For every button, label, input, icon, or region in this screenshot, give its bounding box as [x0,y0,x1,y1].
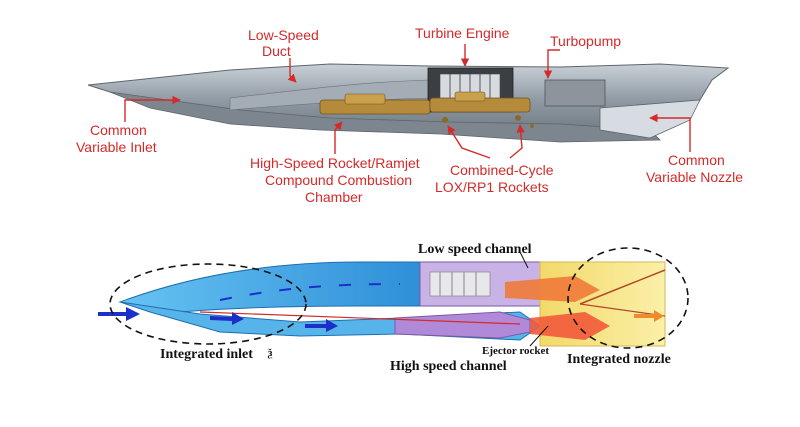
label-common-variable-nozzle-2: Variable Nozzle [646,169,743,185]
label-high-speed-rocket-3: Chamber [305,189,363,205]
top-leader-lines [124,44,691,159]
streamlines [219,283,401,301]
high-speed-arrow [305,319,338,332]
label-combined-cycle-1: Combined-Cycle [450,162,554,178]
turbopump-block [544,79,606,107]
integrated-inlet-region [109,263,307,345]
exhaust-upper [505,276,600,302]
turbine-core [429,271,491,297]
label-low-speed-duct-1: Low-Speed [248,27,319,43]
label-integrated-inlet: Integrated inlet [160,347,253,362]
label-common-variable-inlet-2: Variable Inlet [76,139,157,155]
label-common-variable-nozzle-1: Common [668,152,725,168]
low-speed-channel-shape [118,261,421,313]
integrated-nozzle-region [567,247,689,349]
label-high-speed-rocket-2: Compound Combustion [265,172,412,188]
exhaust-lower [530,312,610,340]
ejector-rocket-shape [394,311,531,339]
rocket-ramjet-components [319,91,534,128]
label-combined-cycle-2: LOX/RP1 Rockets [435,179,549,195]
label-turbine-engine: Turbine Engine [415,25,510,41]
label-low-speed-channel: Low speed channel [418,242,532,257]
label-integrated-nozzle: Integrated nozzle [567,352,671,367]
inlet-arrow [210,312,244,325]
label-low-speed-duct-2: Duct [262,43,291,59]
bottom-labels: Low speed channel Integrated inlet ѯ Eje… [160,242,671,374]
top-labels: Low-Speed Duct Turbine Engine Turbopump … [76,25,743,205]
label-turbopump: Turbopump [550,33,621,49]
flow-arrows [98,307,338,332]
label-common-variable-inlet-1: Common [90,122,147,138]
bottom-schematic [98,247,689,349]
inflow-arrow [98,307,140,321]
nozzle-exit-arrow [634,310,664,322]
label-ejector-rocket: Ejector rocket [482,345,549,357]
label-high-speed-rocket-1: High-Speed Rocket/Ramjet [250,155,420,171]
label-stray-glyph: ѯ [267,347,273,359]
top-vehicle [87,63,730,143]
label-high-speed-channel: High speed channel [390,359,507,374]
